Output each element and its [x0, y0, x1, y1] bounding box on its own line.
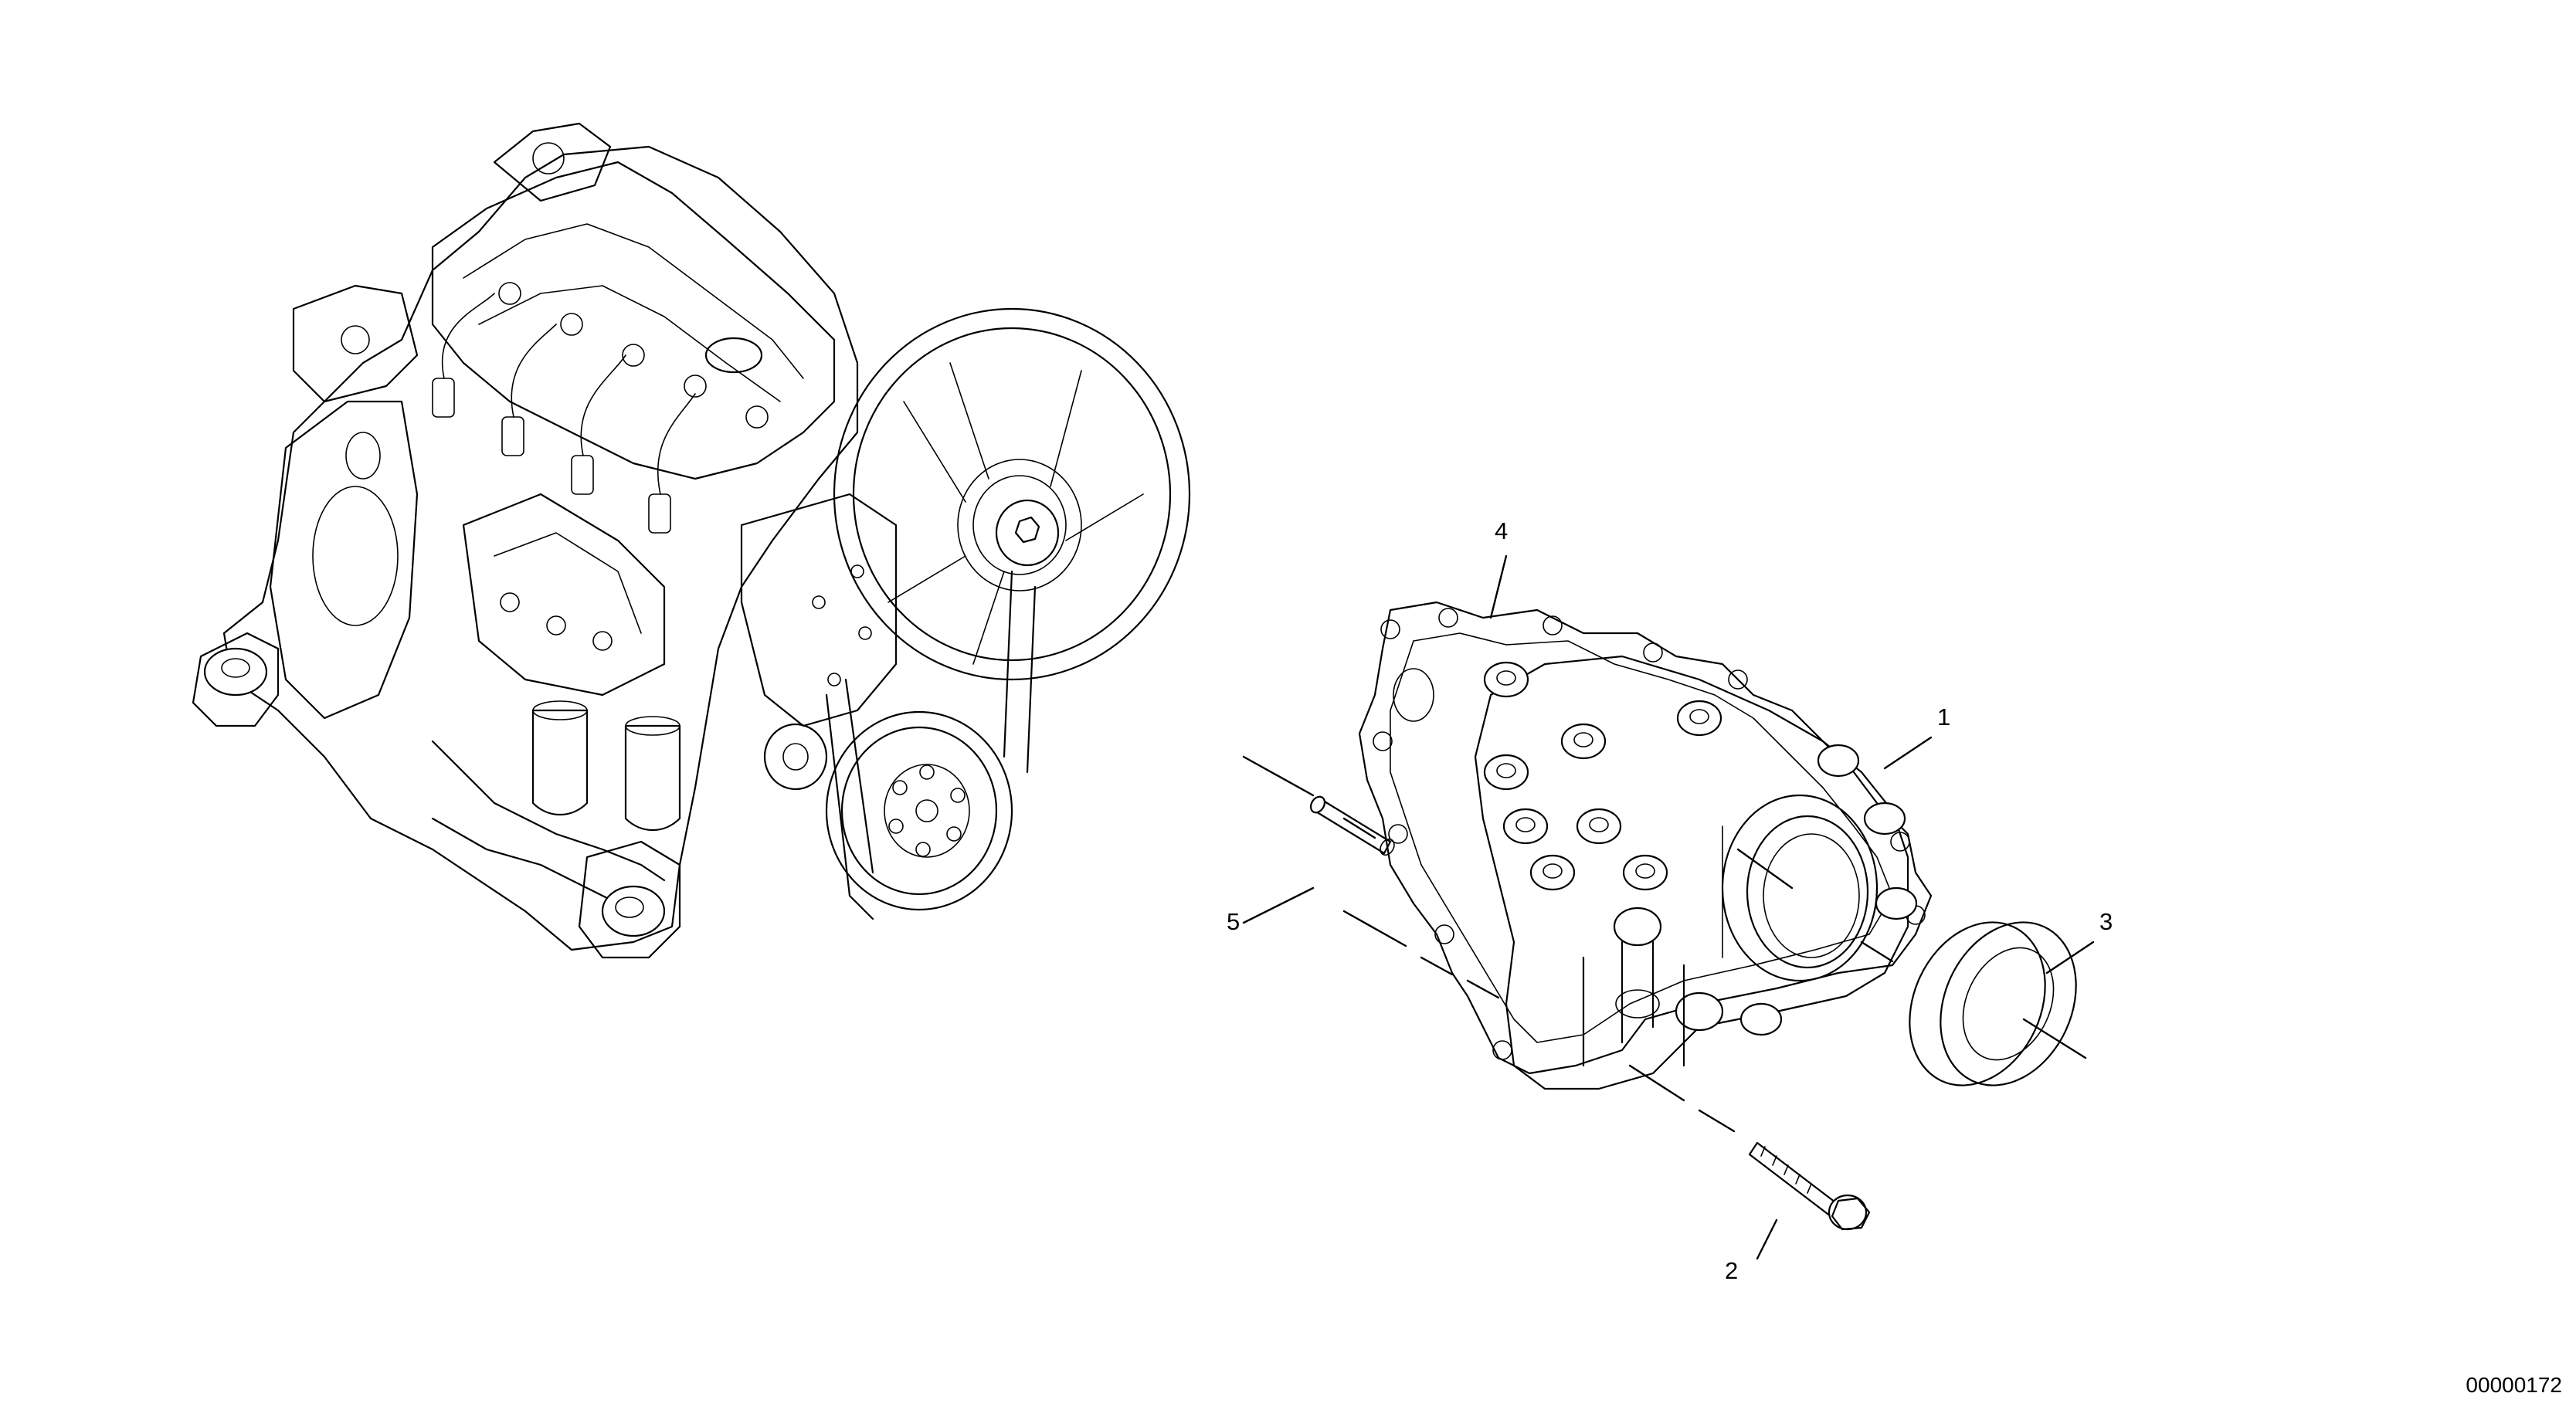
- oil-pump-housing-part: [1474, 655, 1918, 1090]
- callout-number: 1: [1937, 703, 1951, 730]
- dowel-pin-part: [1309, 795, 1395, 856]
- drawing-number: 00000172: [2466, 1373, 2562, 1397]
- injectors: [432, 293, 696, 534]
- gasket-part: [1358, 601, 1933, 1075]
- assembly-axis-lines: [1242, 755, 2087, 1133]
- callout-number: 5: [1227, 908, 1240, 935]
- crankshaft-pulley: [825, 710, 1013, 911]
- engine-assembly: [192, 122, 1191, 959]
- callout-number: 3: [2099, 908, 2113, 935]
- callout-leaders: [1242, 554, 2095, 1260]
- shaft-seal-part: [1909, 921, 2077, 1086]
- callout-number: 4: [1495, 517, 1509, 544]
- callout-number: 2: [1725, 1257, 1739, 1284]
- cooling-fan: [833, 307, 1191, 681]
- hex-bolt-part: [1748, 1141, 1871, 1231]
